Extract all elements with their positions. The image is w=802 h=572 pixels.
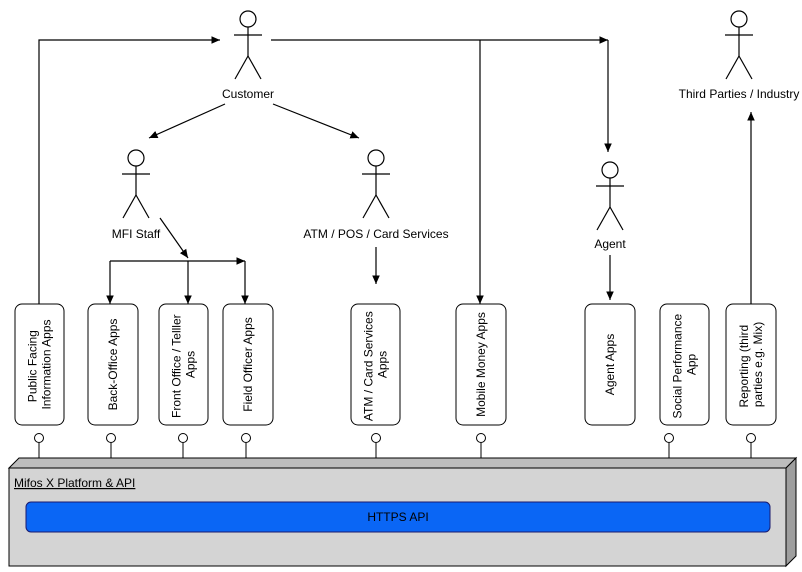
svg-text:Mobile Money Apps: Mobile Money Apps (474, 312, 488, 417)
third-parties-actor: Third Parties / Industry (679, 10, 800, 101)
app-label: Reporting (third (737, 325, 751, 408)
app-label: ATM / Card Services (362, 311, 376, 421)
stick-figure-icon (122, 149, 150, 219)
svg-text:Social Performance App: Social Performance App (671, 310, 699, 418)
app-social-performance[interactable]: Social Performance App (659, 303, 710, 426)
atm-services-label: ATM / POS / Card Services (303, 227, 448, 241)
app-label: Social Performance (671, 313, 685, 418)
interface-lollipop-icon (178, 433, 188, 463)
atm-services-actor: ATM / POS / Card Services (303, 149, 449, 241)
customer-actor: Customer (222, 10, 274, 101)
svg-text:Field Officer Apps: Field Officer Apps (241, 317, 255, 412)
mfi-staff-label: MFI Staff (112, 227, 161, 241)
app-back-office[interactable]: Back-Office Apps (87, 303, 139, 426)
svg-text:Public Facing Informatio: Public Facing Information Apps (26, 319, 54, 409)
agent-label: Agent (594, 237, 626, 251)
app-label: App (685, 354, 699, 376)
app-label: Apps (184, 351, 198, 378)
svg-text:Back-Office Apps: Back-Office Apps (106, 319, 120, 411)
app-label: Back-Office Apps (106, 319, 120, 411)
svg-text:Reporting (third parties: Reporting (third parties e.g. Mix) (737, 321, 765, 407)
third-parties-label: Third Parties / Industry (679, 87, 800, 101)
interface-lollipop-icon (34, 433, 44, 463)
app-label: Mobile Money Apps (474, 312, 488, 417)
app-label: Public Facing (26, 330, 40, 402)
stick-figure-icon (362, 149, 390, 219)
app-front-office[interactable]: Front Office / Telller Apps (158, 303, 209, 426)
platform-side-face (785, 456, 797, 568)
svg-text:Front Office / Telller A: Front Office / Telller Apps (170, 311, 198, 418)
platform-title: Mifos X Platform & API (14, 476, 135, 490)
stick-figure-icon (725, 10, 753, 80)
app-label: Apps (376, 351, 390, 378)
customer-to-mfi-staff-arrow (148, 103, 226, 139)
stick-figure-icon (596, 161, 624, 231)
app-label: parties e.g. Mix) (751, 322, 765, 407)
app-label: Information Apps (40, 319, 54, 409)
app-public-facing[interactable]: Public Facing Information Apps (14, 303, 65, 426)
public-facing-to-customer-arrow (38, 36, 220, 304)
app-atm-card-services[interactable]: ATM / Card Services Apps (350, 303, 401, 426)
agent-actor: Agent (594, 161, 626, 251)
svg-text:ATM / Card Services Apps: ATM / Card Services Apps (362, 308, 390, 421)
platform-node: Mifos X Platform & API HTTPS API (7, 456, 798, 568)
customer-label: Customer (222, 87, 274, 101)
app-mobile-money[interactable]: Mobile Money Apps (455, 303, 507, 426)
platform-top-face (7, 457, 798, 469)
app-label: Field Officer Apps (241, 317, 255, 412)
stick-figure-icon (234, 10, 262, 80)
svg-text:Agent Apps: Agent Apps (603, 334, 617, 395)
customer-to-atm-arrow (272, 103, 360, 139)
mfi-staff-to-bus-arrow (159, 217, 189, 259)
app-agent[interactable]: Agent Apps (584, 303, 636, 426)
mfi-staff-actor: MFI Staff (112, 149, 161, 241)
connectors (38, 36, 755, 304)
https-api-bar[interactable] (25, 501, 771, 533)
app-label: Agent Apps (603, 334, 617, 395)
app-field-officer[interactable]: Field Officer Apps (222, 303, 274, 426)
app-label: Front Office / Telller (170, 314, 184, 418)
https-api-label: HTTPS API (367, 510, 428, 524)
interface-connectors (34, 433, 756, 463)
app-reporting[interactable]: Reporting (third parties e.g. Mix) (725, 303, 777, 426)
